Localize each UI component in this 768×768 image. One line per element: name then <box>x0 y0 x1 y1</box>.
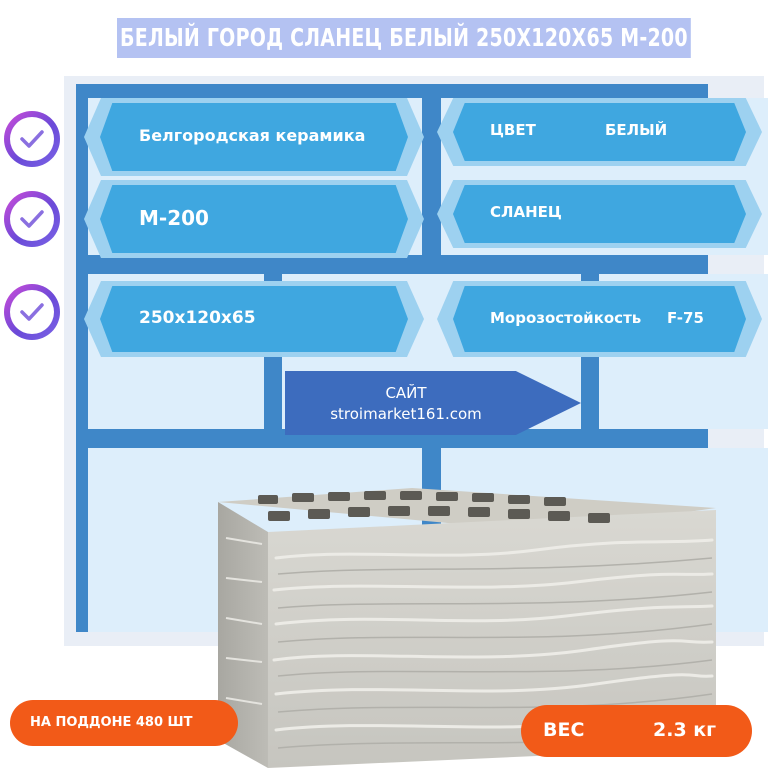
pallet-badge: НА ПОДДОНЕ 480 ШТ <box>10 700 238 746</box>
brick-image <box>218 488 716 768</box>
weight-value: 2.3 кг <box>653 719 717 741</box>
site-url[interactable]: stroimarket161.com <box>330 405 482 423</box>
color-label: ЦВЕТ <box>490 121 536 139</box>
manufacturer-text: Белгородская керамика <box>139 126 366 145</box>
weight-label: ВЕС <box>543 719 585 741</box>
color-badge: ЦВЕТ БЕЛЫЙ <box>437 98 762 166</box>
manufacturer-badge: Белгородская керамика <box>84 98 424 176</box>
check-icon <box>4 191 60 247</box>
frost-value: F-75 <box>667 309 704 327</box>
weight-badge: ВЕС 2.3 кг <box>521 705 752 757</box>
grade-badge: М-200 <box>84 180 424 258</box>
color-value: БЕЛЫЙ <box>605 121 668 139</box>
size-badge: 250х120х65 <box>84 281 424 357</box>
site-label: САЙТ <box>385 384 427 402</box>
size-text: 250х120х65 <box>139 308 256 328</box>
frost-label: Морозостойкость <box>490 309 642 327</box>
pallet-text: НА ПОДДОНЕ 480 ШТ <box>30 715 193 730</box>
frost-badge: Морозостойкость F-75 <box>437 281 762 357</box>
grade-text: М-200 <box>139 206 209 230</box>
site-link[interactable]: САЙТ stroimarket161.com <box>285 371 581 435</box>
texture-text: СЛАНЕЦ <box>490 203 562 221</box>
check-icon <box>4 284 60 340</box>
check-icon <box>4 111 60 167</box>
texture-badge: СЛАНЕЦ <box>437 180 762 248</box>
page-title: БЕЛЫЙ ГОРОД СЛАНЕЦ БЕЛЫЙ 250Х120Х65 М-20… <box>117 18 691 58</box>
